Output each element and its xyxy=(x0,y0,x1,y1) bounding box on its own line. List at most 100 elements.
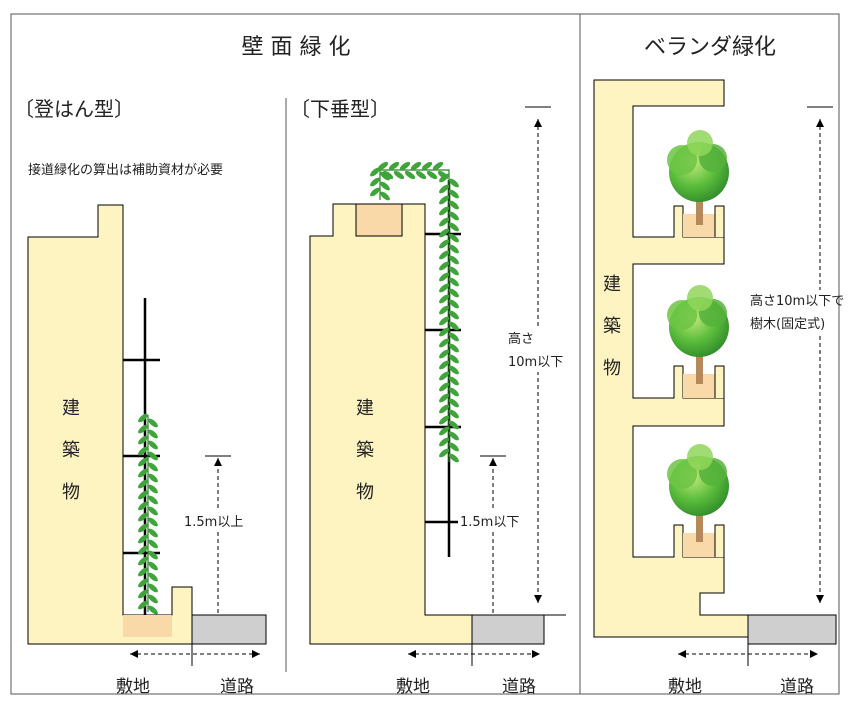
road-label: 道路 xyxy=(502,677,536,697)
leaf xyxy=(449,310,459,320)
leaf xyxy=(138,413,148,423)
hanging-type-label: 〔下垂型〕 xyxy=(290,97,390,121)
leaf xyxy=(449,365,459,375)
leaf xyxy=(449,442,459,452)
leaf xyxy=(404,170,416,180)
leaf xyxy=(138,523,148,533)
building-label-2: 築 xyxy=(62,440,80,461)
leaf xyxy=(138,567,148,577)
leaf xyxy=(449,255,459,265)
leaf xyxy=(449,409,459,419)
leaf xyxy=(382,170,394,180)
leaf xyxy=(449,266,459,276)
leaf xyxy=(138,512,148,522)
leaf xyxy=(439,228,449,238)
leaf xyxy=(138,556,148,566)
leaf xyxy=(148,539,158,549)
leaf xyxy=(439,195,449,205)
leaf xyxy=(138,446,148,456)
leaf xyxy=(449,200,459,210)
leaf xyxy=(138,468,148,478)
leaf xyxy=(148,605,158,615)
leaf xyxy=(148,583,158,593)
leaf xyxy=(410,161,422,171)
site-label: 敷地 xyxy=(668,677,702,697)
leaf xyxy=(399,161,411,171)
road-block xyxy=(471,614,545,645)
site-label: 敷地 xyxy=(116,677,150,697)
road-block xyxy=(191,614,267,645)
leaf xyxy=(148,473,158,483)
planter-wall xyxy=(714,205,725,237)
leaf xyxy=(449,453,459,463)
height-label-2: 10m以下 xyxy=(508,355,563,370)
tree xyxy=(667,444,729,542)
height-min-label: 1.5m以上 xyxy=(184,515,243,530)
climbing-vine xyxy=(138,413,158,615)
leaf xyxy=(439,338,449,348)
leaf xyxy=(138,490,148,500)
leaf xyxy=(148,451,158,461)
leaf xyxy=(393,170,405,180)
leaf xyxy=(148,528,158,538)
tree xyxy=(667,130,729,225)
leaf xyxy=(449,332,459,342)
leaf xyxy=(439,393,449,403)
planter-soil xyxy=(355,203,403,237)
leaf xyxy=(380,191,390,201)
leaf xyxy=(138,589,148,599)
road-label: 道路 xyxy=(220,677,254,697)
leaf xyxy=(439,250,449,260)
leaf xyxy=(370,167,380,177)
leaf xyxy=(449,354,459,364)
leaf xyxy=(138,479,148,489)
planter-soil xyxy=(123,615,172,637)
building-label-3: 物 xyxy=(356,482,374,503)
building-label-2: 築 xyxy=(603,316,621,337)
tree xyxy=(667,285,729,384)
height-label-2: 樹木(固定式) xyxy=(750,317,825,332)
leaf xyxy=(138,600,148,610)
road-label: 道路 xyxy=(780,677,814,697)
leaf xyxy=(148,495,158,505)
leaf xyxy=(415,170,427,180)
leaf xyxy=(449,189,459,199)
leaf xyxy=(449,343,459,353)
leaf xyxy=(439,217,449,227)
height-label-1: 高さ xyxy=(508,331,534,347)
wall-greening-title: 壁 面 緑 化 xyxy=(242,35,351,60)
height-max-label: 1.5m以下 xyxy=(460,515,519,530)
site-label: 敷地 xyxy=(396,677,430,697)
leaf xyxy=(432,161,444,171)
leaf xyxy=(148,550,158,560)
leaf xyxy=(439,437,449,447)
leaf xyxy=(426,170,438,180)
leaf xyxy=(439,426,449,436)
leaf xyxy=(439,448,449,458)
leaf xyxy=(449,299,459,309)
leaf xyxy=(380,171,390,181)
height-label-1: 高さ10m以下で xyxy=(750,293,844,309)
leaf xyxy=(138,545,148,555)
climbing-note: 接道緑化の算出は補助資材が必要 xyxy=(28,162,223,178)
leaf xyxy=(439,360,449,370)
leaf xyxy=(138,457,148,467)
veranda-panel: 建 築 物 高さ10m以下で 樹木(固定式) 敷地 道路 xyxy=(593,79,844,697)
leaf xyxy=(439,305,449,315)
building-label-1: 建 xyxy=(603,274,621,295)
climbing-type-label: 〔登はん型〕 xyxy=(14,97,134,121)
building-label-1: 建 xyxy=(356,398,374,419)
leaf xyxy=(138,578,148,588)
planter-wall xyxy=(714,524,725,557)
leaf xyxy=(138,534,148,544)
leaf xyxy=(449,233,459,243)
leaf xyxy=(439,239,449,249)
leaf xyxy=(421,161,433,171)
climbing-panel: 〔登はん型〕 接道緑化の算出は補助資材が必要 建 築 物 1.5m以上 敷地 道… xyxy=(14,97,267,697)
leaf xyxy=(148,440,158,450)
leaf xyxy=(449,222,459,232)
road-block xyxy=(747,614,837,645)
leaf xyxy=(377,161,389,171)
leaf xyxy=(449,178,459,188)
